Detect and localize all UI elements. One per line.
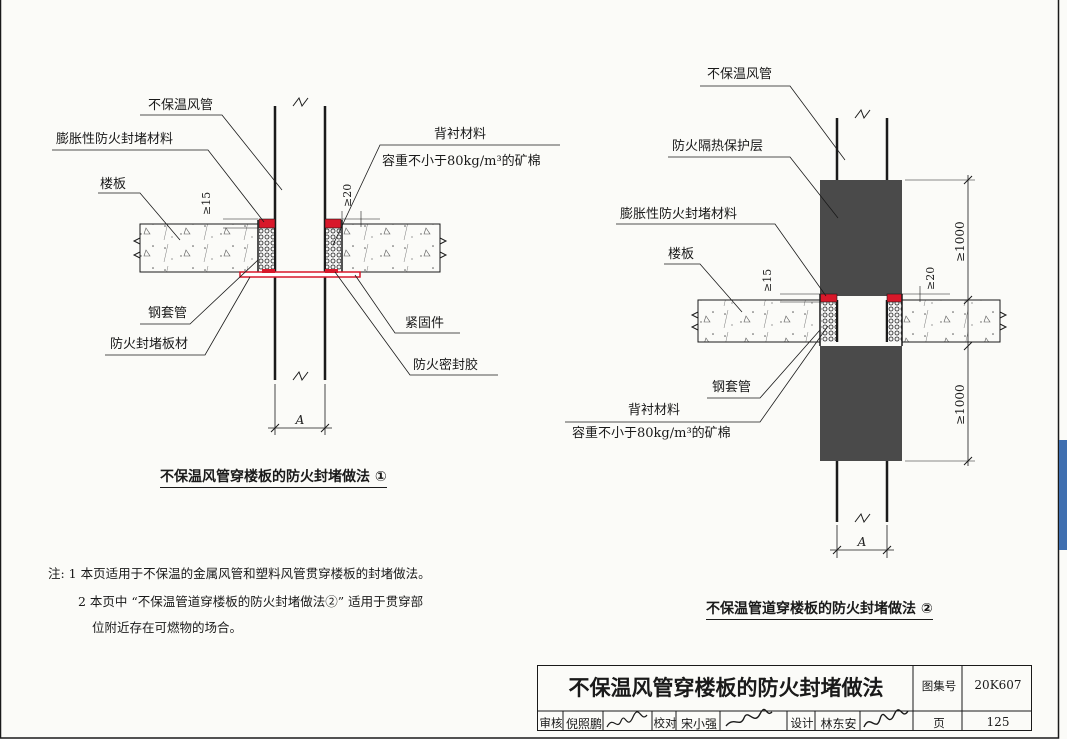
signature-reviewer <box>606 711 648 728</box>
dim-20-label: ≥20 <box>341 184 354 207</box>
label-backing-desc: 容重不小于80kg/m³的矿棉 <box>382 153 541 169</box>
leader <box>664 263 743 313</box>
label-intumescent: 膨胀性防火封堵材料 <box>620 206 737 222</box>
floor-slab-left <box>139 223 259 273</box>
page-number: 125 <box>986 715 1010 729</box>
intumescent-seal-right <box>324 218 342 229</box>
label-sealant: 防火密封胶 <box>413 357 478 373</box>
leader <box>140 259 259 325</box>
leader <box>700 85 846 161</box>
mineral-wool-left <box>259 228 274 270</box>
label-backing-title: 背衬材料 <box>434 127 486 142</box>
break-mark <box>292 370 309 382</box>
label-board: 防火封堵板材 <box>110 336 188 352</box>
break-mark <box>439 237 448 259</box>
intumescent-seal-right <box>886 293 903 303</box>
dim-15-label: ≥15 <box>761 269 774 292</box>
dim-20-label: ≥20 <box>924 267 937 290</box>
fire-board <box>239 271 361 278</box>
note-line-1: 注: 1 本页适用于不保温的金属风管和塑料风管贯穿楼板的封堵做法。 <box>48 566 431 581</box>
sealant-left <box>262 269 275 273</box>
mineral-wool-right <box>326 228 341 270</box>
label-protect: 防火隔热保护层 <box>672 138 763 154</box>
label-sleeve: 钢套管 <box>148 305 187 321</box>
page-label: 页 <box>933 716 945 730</box>
label-duct: 不保温风管 <box>707 67 772 82</box>
leader <box>98 192 181 241</box>
reviewer-name: 倪照鹏 <box>565 717 602 731</box>
signature-checker <box>725 708 773 727</box>
atlas-label: 图集号 <box>921 679 957 693</box>
dim-1000-bottom-label: ≥1000 <box>953 384 967 425</box>
leader <box>52 149 265 223</box>
leader <box>332 144 560 246</box>
signature-designer <box>863 709 909 728</box>
mineral-wool-left <box>821 302 836 342</box>
note-line-2: 2 本页中 “不保温管道穿楼板的防火封堵做法②” 适用于贯穿部 <box>78 594 424 609</box>
diagram-2: A ≥1000 ≥1000 ≥15 ≥20 不保温风管 防火隔热保护层 膨胀性防… <box>565 67 1008 558</box>
protection-layer-bottom <box>820 346 902 461</box>
caption-diagram-1: 不保温风管穿楼板的防火封堵做法 ① <box>160 466 387 488</box>
break-mark <box>690 311 699 331</box>
dim-tick <box>963 175 973 466</box>
dim-1000-top-label: ≥1000 <box>953 221 967 262</box>
break-mark <box>132 237 141 259</box>
dim-tick <box>832 545 892 555</box>
title-block-title: 不保温风管穿楼板的防火封堵做法 <box>568 676 884 700</box>
break-mark <box>854 512 871 524</box>
edge-tab <box>1059 440 1067 550</box>
leader <box>105 276 251 356</box>
diagram-1: A ≥15 ≥20 不保温风管 膨胀性防火封堵材料 楼板 背衬材料 容重不小于8… <box>52 96 560 435</box>
leader <box>565 325 829 423</box>
leader <box>140 114 283 191</box>
review-label: 审核 <box>539 716 563 730</box>
title-block: 不保温风管穿楼板的防火封堵做法 图集号 20K607 审核 倪照鹏 校对 宋小强… <box>537 665 1032 731</box>
dim-a-label: A <box>857 535 867 549</box>
protection-layer-top <box>820 180 902 296</box>
break-mark <box>999 311 1008 331</box>
label-backing-desc: 容重不小于80kg/m³的矿棉 <box>572 425 731 441</box>
designer-name: 林东安 <box>820 717 857 731</box>
dim-tick <box>270 423 330 433</box>
break-mark <box>292 96 309 108</box>
label-intumescent: 膨胀性防火封堵材料 <box>56 131 173 147</box>
label-sleeve: 钢套管 <box>712 379 751 395</box>
label-backing-title: 背衬材料 <box>628 403 680 418</box>
checker-name: 宋小强 <box>680 717 717 731</box>
intumescent-seal-left <box>258 218 276 229</box>
break-mark <box>854 108 871 120</box>
label-floor: 楼板 <box>100 177 126 192</box>
leader <box>668 156 839 219</box>
caption-diagram-2: 不保温管道穿楼板的防火封堵做法 ② <box>706 598 933 620</box>
label-duct: 不保温风管 <box>148 98 213 113</box>
floor-slab-right <box>341 223 441 273</box>
note-line-3: 位附近存在可燃物的场合。 <box>92 620 243 635</box>
floor-slab-right <box>901 299 1001 343</box>
label-fastener: 紧固件 <box>405 316 444 331</box>
atlas-number: 20K607 <box>974 678 1022 692</box>
leader <box>616 223 827 297</box>
title-block-grid <box>537 665 1032 731</box>
sealant-right <box>325 269 338 273</box>
mineral-wool-right <box>888 302 902 342</box>
leader <box>354 274 460 334</box>
dim-15-label: ≥15 <box>200 192 213 215</box>
label-floor: 楼板 <box>668 247 694 262</box>
leader <box>707 329 821 399</box>
floor-slab-left <box>697 299 821 343</box>
dim-a-label: A <box>295 413 305 427</box>
intumescent-seal-left <box>819 293 838 303</box>
leader <box>334 271 498 376</box>
check-label: 校对 <box>653 716 677 730</box>
design-label: 设计 <box>790 716 814 730</box>
